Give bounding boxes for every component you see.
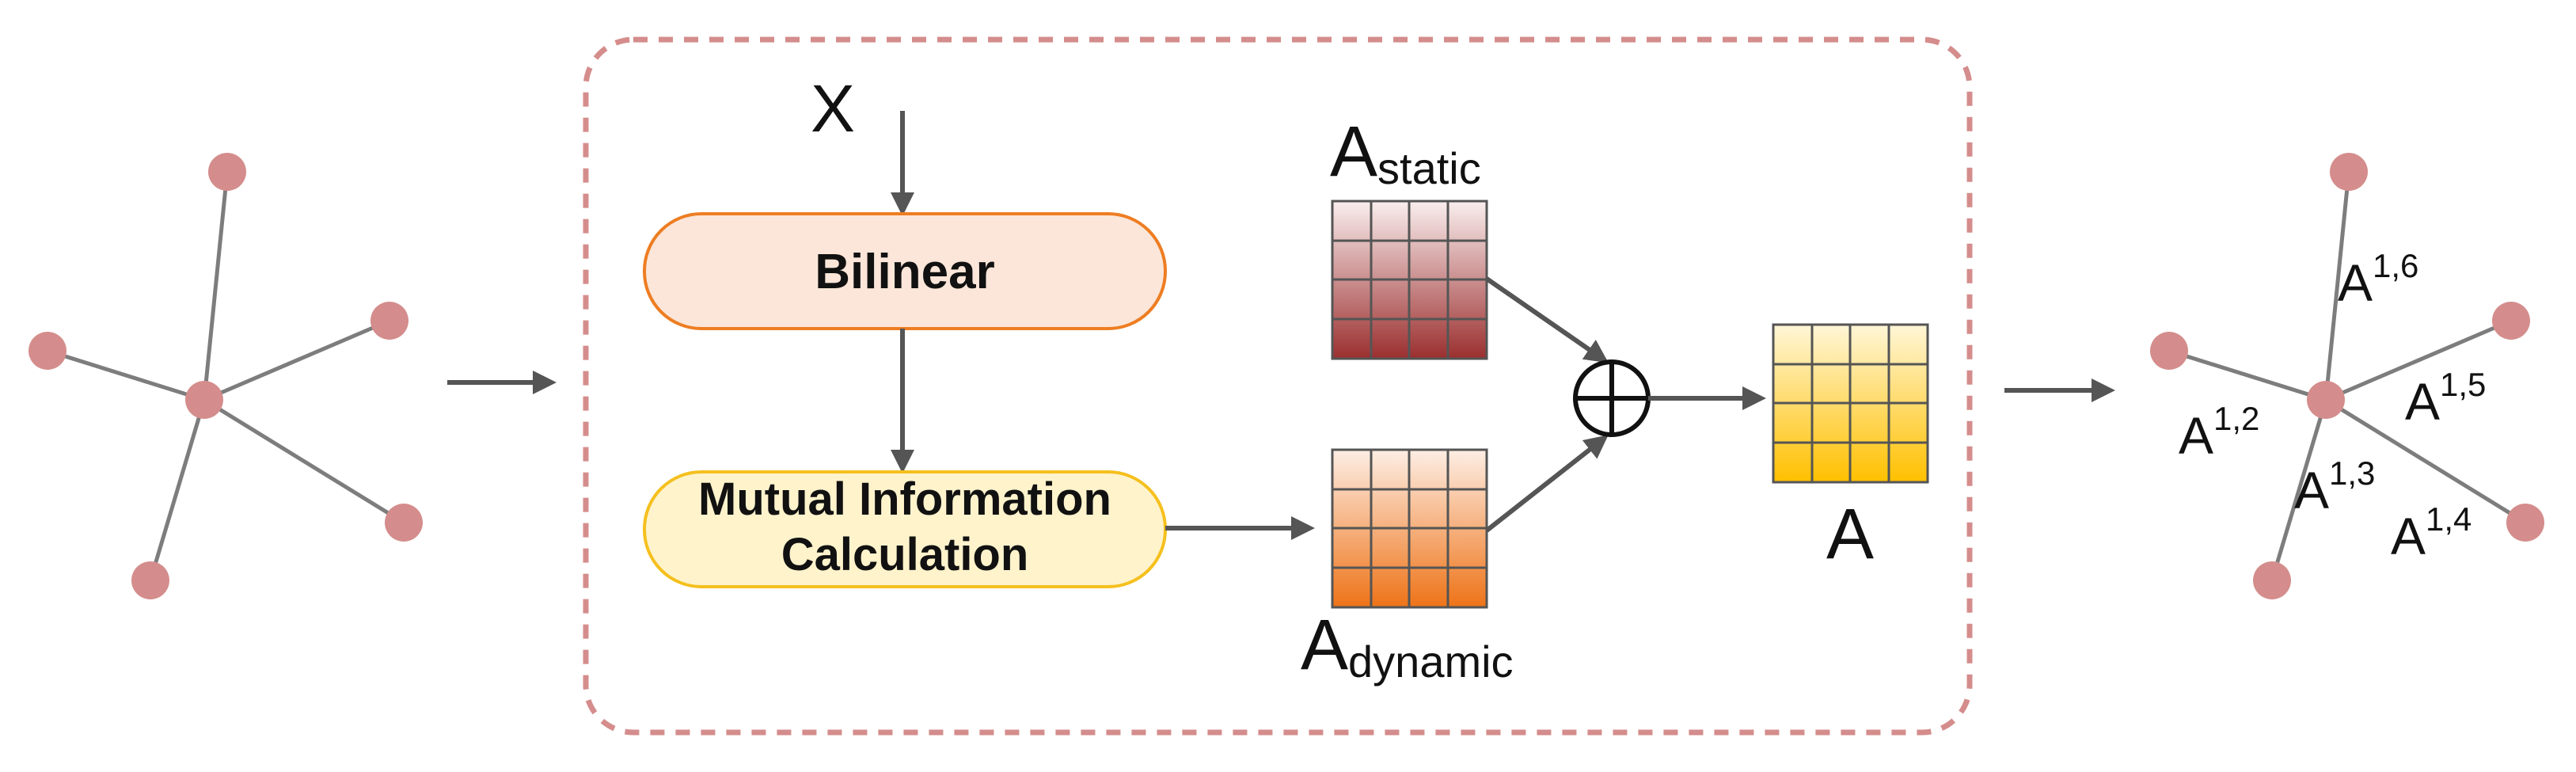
combined-matrix-label: A [1826,495,1874,574]
graph-center-node [2307,381,2345,419]
edge-label-1-3: A1,3 [2294,454,2375,519]
dynamic-matrix-label: Adynamic [1301,606,1514,686]
graph-node [28,332,66,370]
graph-edge [148,399,207,581]
input-graph [28,153,423,599]
graph-node [2506,504,2544,542]
graph-node [131,561,169,599]
bilinear-block: Bilinear [643,212,1167,330]
dynamic-matrix-grid [1332,450,1487,607]
graph-node [385,504,423,542]
graph-edge [203,397,405,525]
static-matrix-subscript: static [1377,143,1481,193]
graph-node [208,153,246,191]
input-graph-edges [47,171,405,581]
static-matrix-label: Astatic [1330,112,1481,193]
dynamic-to-sum-arrow [1485,435,1609,533]
graph-edge [202,171,230,401]
graph-edge [47,348,205,402]
mutual-information-label-line2: Calculation [781,529,1029,580]
static-matrix-base: A [1330,112,1377,192]
graph-edge [2323,171,2351,401]
dynamic-matrix-subscript: dynamic [1348,637,1514,686]
static-matrix: Astatic [1330,112,1488,360]
edge-label-1-6: A1,6 [2338,247,2418,312]
graph-node [2253,561,2291,599]
mutual-information-block: Mutual Information Calculation [643,470,1167,588]
bilinear-label: Bilinear [815,245,994,299]
dynamic-matrix: Adynamic [1301,448,1514,686]
graph-edge [2325,318,2512,402]
output-graph: A1,6 A1,5 A1,2 A1,3 A1,4 [2150,153,2544,599]
combined-matrix: A [1772,323,1929,574]
graph-center-node [185,381,223,419]
output-graph-nodes [2150,153,2544,599]
edge-label-1-4: A1,4 [2391,500,2472,565]
edge-label-1-5: A1,5 [2405,366,2486,431]
graph-edge [2168,348,2327,402]
mutual-information-label-line1: Mutual Information [698,473,1111,525]
graph-edge [203,318,390,402]
graph-node [370,302,408,340]
edge-label-1-2: A1,2 [2179,400,2259,465]
input-x-label: X [811,71,855,146]
output-graph-edges [2168,171,2527,581]
graph-node [2492,302,2530,340]
module-dashed-border [583,36,1973,736]
dynamic-matrix-base: A [1301,606,1348,685]
static-to-sum-arrow [1485,276,1609,363]
input-graph-nodes [28,153,423,599]
graph-edge [2324,397,2527,525]
static-matrix-grid [1332,201,1487,359]
graph-node [2150,332,2188,370]
combined-matrix-grid [1773,325,1928,482]
graph-edge [2270,399,2328,581]
element-wise-sum-symbol [1573,359,1651,437]
graph-node [2330,153,2368,191]
